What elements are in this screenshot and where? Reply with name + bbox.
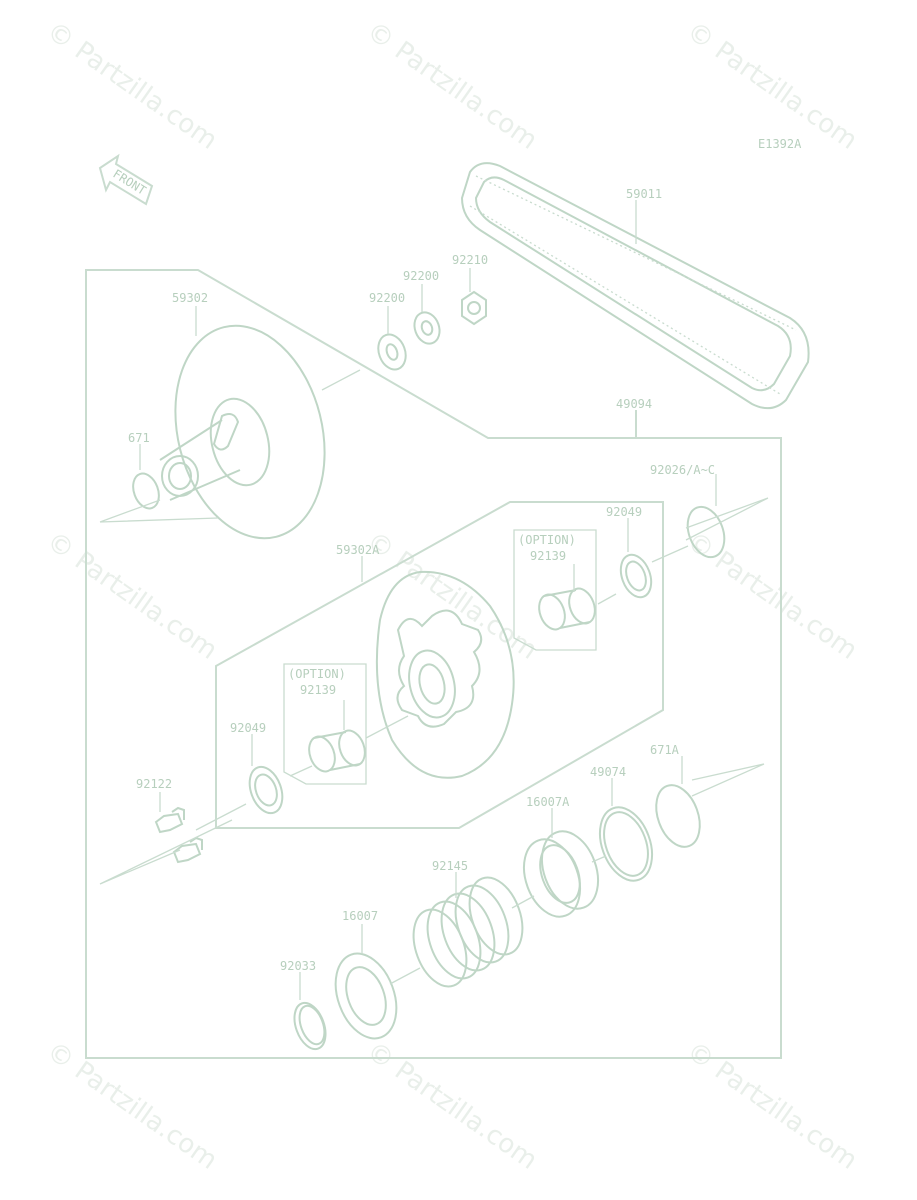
watermarks: © Partzilla.com © Partzilla.com © Partzi… xyxy=(41,16,863,1176)
label-59011: 59011 xyxy=(626,187,662,201)
label-59302A: 59302A xyxy=(336,543,380,557)
assembly-frame xyxy=(85,269,782,1059)
label-92049-a: 92049 xyxy=(606,505,642,519)
option-lower-title: (OPTION) xyxy=(288,667,346,681)
o-ring-671 xyxy=(132,472,160,510)
label-49094: 49094 xyxy=(616,397,652,411)
label-92145: 92145 xyxy=(432,859,468,873)
option-upper-part: 92139 xyxy=(530,549,566,563)
o-ring-671A xyxy=(655,784,701,848)
fixed-sheave xyxy=(159,324,326,540)
label-92210: 92210 xyxy=(452,253,488,267)
bushing-92049-lower xyxy=(248,765,284,815)
circlip-92033 xyxy=(293,1001,327,1051)
label-671A: 671A xyxy=(650,743,680,757)
nut xyxy=(461,290,487,326)
spring-92145 xyxy=(412,876,524,988)
seal-16007 xyxy=(334,952,398,1040)
front-arrow-icon: FRONT xyxy=(98,153,154,206)
label-671: 671 xyxy=(128,431,150,445)
label-59302: 59302 xyxy=(172,291,208,305)
washer-outer xyxy=(413,311,441,345)
label-92026: 92026/A~C xyxy=(650,463,715,477)
collar-92139-upper xyxy=(538,587,596,631)
watermark-6: © Partzilla.com xyxy=(681,526,863,666)
label-16007A: 16007A xyxy=(526,795,570,809)
label-92033: 92033 xyxy=(280,959,316,973)
label-92049-b: 92049 xyxy=(230,721,266,735)
watermark-4: © Partzilla.com xyxy=(41,526,223,666)
collar-92139-lower xyxy=(308,729,366,773)
option-lower-part: 92139 xyxy=(300,683,336,697)
ring-49074 xyxy=(598,806,654,882)
label-49074: 49074 xyxy=(590,765,626,779)
watermark-1: © Partzilla.com xyxy=(41,16,223,156)
movable-sheave xyxy=(375,570,515,779)
diagram-code: E1392A xyxy=(758,137,802,151)
bushing-92049-upper xyxy=(619,553,653,599)
watermark-2: © Partzilla.com xyxy=(361,16,543,156)
option-upper-title: (OPTION) xyxy=(518,533,576,547)
washer-inner xyxy=(377,333,407,371)
grease-nipple-lower xyxy=(172,836,203,864)
label-92200-b: 92200 xyxy=(369,291,405,305)
label-92122: 92122 xyxy=(136,777,172,791)
drive-belt xyxy=(460,162,810,410)
seal-16007A xyxy=(522,830,600,918)
grease-nipple-upper xyxy=(154,806,185,834)
label-16007: 16007 xyxy=(342,909,378,923)
watermark-3: © Partzilla.com xyxy=(681,16,863,156)
label-92200-a: 92200 xyxy=(403,269,439,283)
